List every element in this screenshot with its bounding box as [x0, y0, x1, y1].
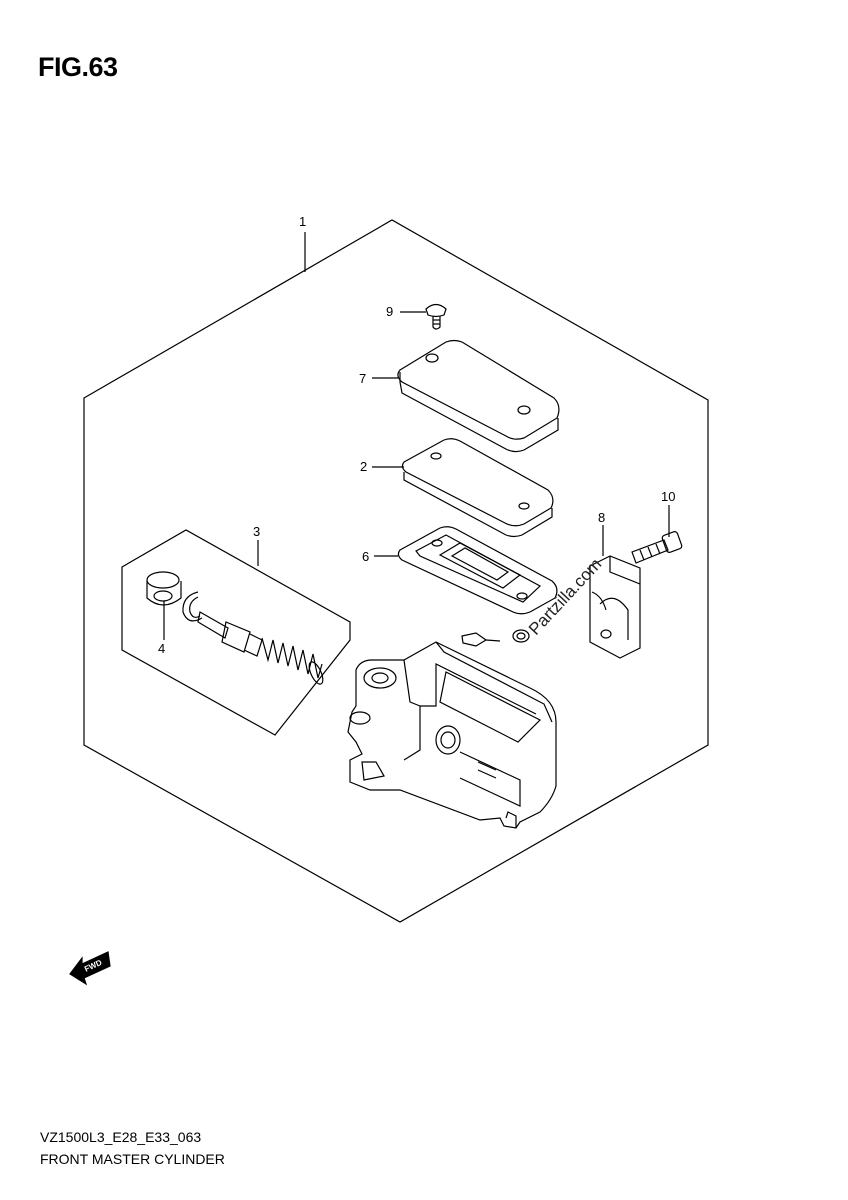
- callout-6: 6: [362, 549, 369, 564]
- assembly-outline: [83, 219, 709, 923]
- screw-part: [425, 303, 447, 330]
- clamp-part: [589, 555, 641, 659]
- callout-10: 10: [661, 489, 675, 504]
- callout-2: 2: [360, 459, 367, 474]
- spring-part: [261, 637, 324, 685]
- callout-7: 7: [359, 371, 366, 386]
- piston-kit-outline: [121, 529, 351, 736]
- callout-9: 9: [386, 304, 393, 319]
- fwd-arrow-icon: [69, 951, 111, 986]
- reservoir-cap-part: [397, 339, 560, 453]
- callout-3: 3: [253, 524, 260, 539]
- diaphragm-part: [397, 526, 558, 615]
- master-cylinder-body-part: [347, 641, 557, 829]
- reservoir-plate-part: [401, 438, 554, 538]
- partzilla-watermark: Partzilla.com: [525, 555, 605, 639]
- boot-part: [146, 571, 182, 606]
- figure-title: FIG.63: [38, 52, 118, 82]
- circlip-part: [182, 591, 203, 622]
- nipple-cap-part: [461, 629, 530, 647]
- callout-1: 1: [299, 214, 306, 229]
- callout-4: 4: [158, 641, 165, 656]
- callout-8: 8: [598, 510, 605, 525]
- piston-part: [197, 611, 324, 685]
- bolt-part: [631, 531, 683, 564]
- diagram-code: VZ1500L3_E28_E33_063: [40, 1129, 202, 1145]
- diagram-name: FRONT MASTER CYLINDER: [40, 1151, 225, 1167]
